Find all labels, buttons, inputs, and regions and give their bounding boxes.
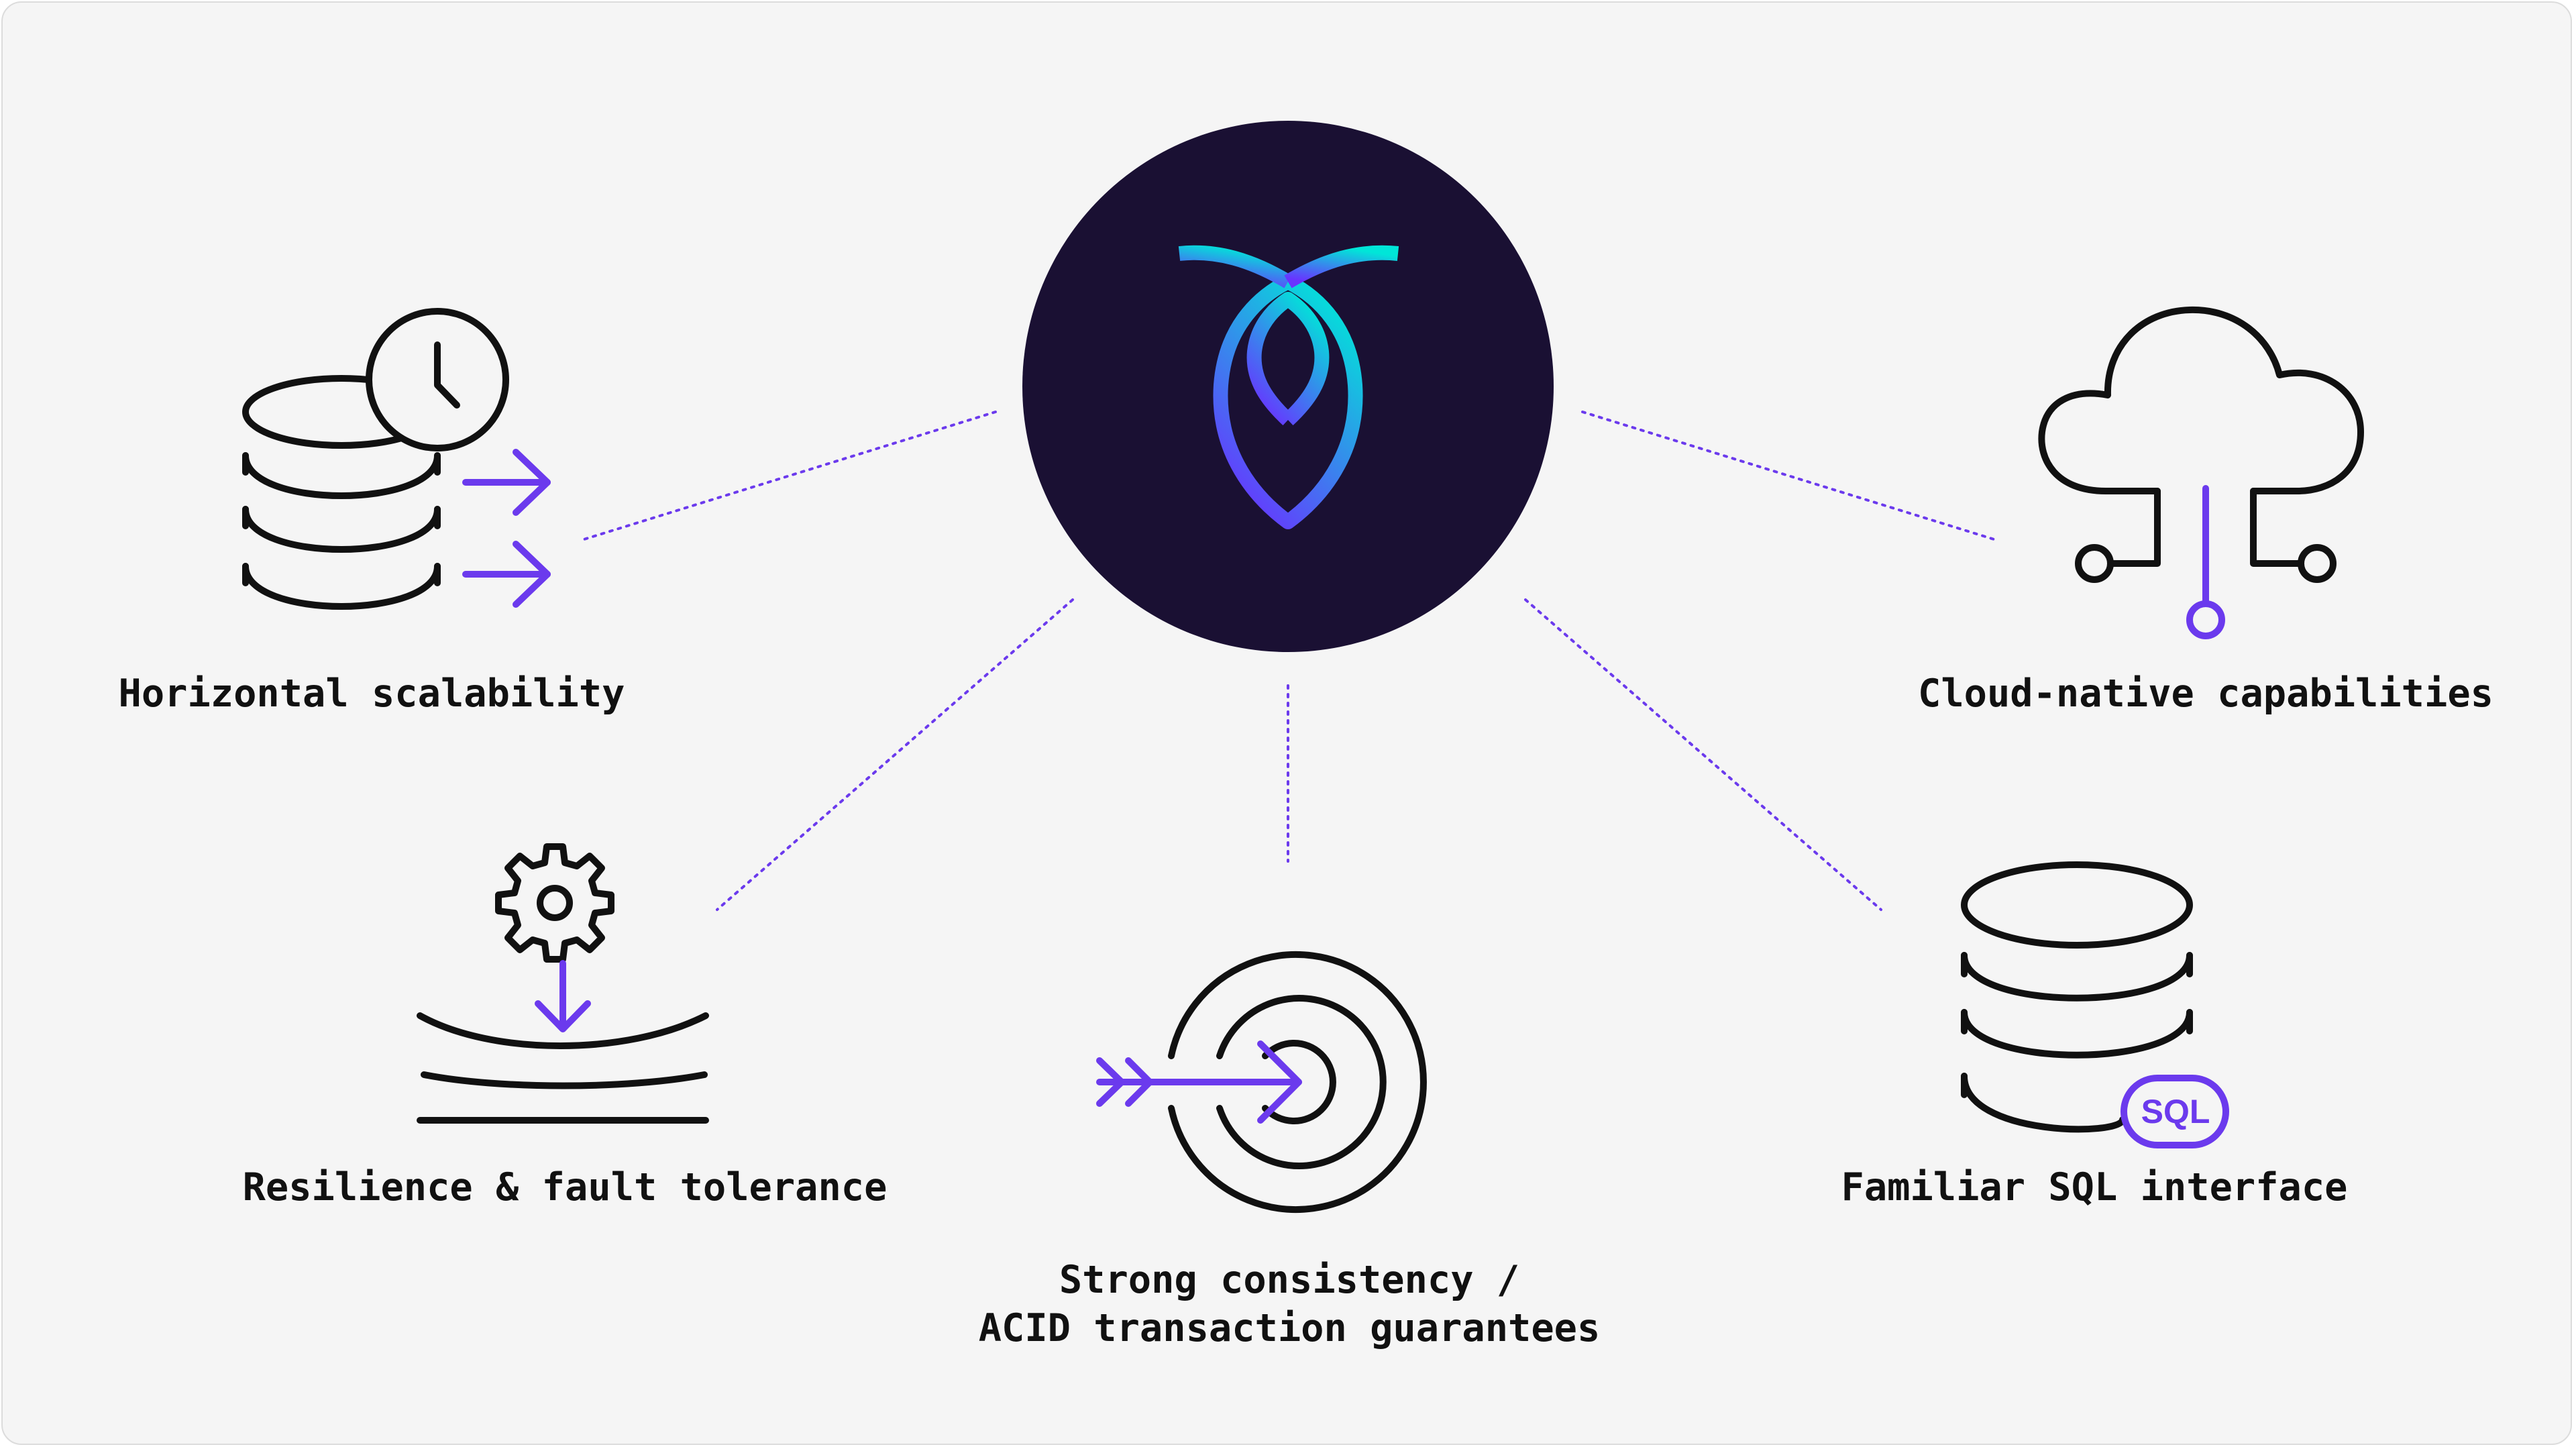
feature-label-line: Resilience & fault tolerance (242, 1165, 888, 1210)
connector-cloud (1581, 411, 2000, 542)
feature-label-line: Cloud-native capabilities (1918, 672, 2493, 716)
feature-label-consistency: Strong consistency / ACID transaction gu… (979, 1256, 1601, 1352)
connector-horizontal (578, 411, 997, 542)
sql-badge-label: SQL (2141, 1093, 2210, 1130)
database-scale-clock-icon (242, 308, 551, 610)
database-sql-icon (1961, 861, 2229, 1148)
gear-impact-icon (417, 843, 709, 1124)
feature-label-line: Horizontal scalability (118, 672, 625, 716)
diagram-svg (242, 121, 2364, 1213)
cockroach-logo-icon (1178, 245, 1399, 529)
cloud-network-icon (2038, 306, 2364, 639)
feature-label-line: Familiar SQL interface (1841, 1165, 2348, 1210)
feature-label-line: Strong consistency / (1059, 1258, 1520, 1302)
target-arrow-icon (1096, 951, 1427, 1213)
feature-label-line: ACID transaction guarantees (978, 1306, 1601, 1350)
feature-label-horizontal: Horizontal scalability (119, 669, 625, 718)
connector-sql (1524, 598, 1882, 911)
connector-resilience (716, 598, 1074, 911)
hub (1022, 121, 1554, 652)
feature-label-resilience: Resilience & fault tolerance (243, 1163, 888, 1212)
feature-label-cloud: Cloud-native capabilities (1918, 669, 2493, 718)
feature-label-sql: Familiar SQL interface (1841, 1163, 2348, 1212)
